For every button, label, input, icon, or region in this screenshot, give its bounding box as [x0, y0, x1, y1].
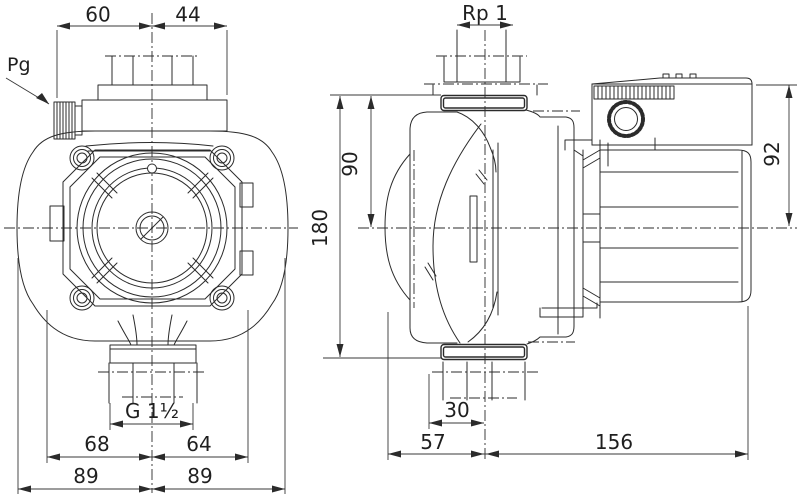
motor-face-circles — [76, 152, 228, 304]
dim-g1-2-label: G 1½ — [125, 399, 179, 423]
dim-89-left-label: 89 — [73, 464, 98, 488]
side-bottom-port — [442, 361, 526, 401]
pg-leader-arrowhead — [36, 93, 49, 104]
dim-90-label: 90 — [338, 151, 362, 176]
bottom-flange-plate — [440, 343, 528, 361]
top-flange-plate — [440, 94, 528, 112]
motor-body — [599, 149, 752, 303]
dim-92-label: 92 — [760, 141, 784, 166]
terminal-box-side — [564, 73, 753, 167]
extension-lines — [17, 30, 797, 494]
dim-30-label: 30 — [444, 398, 469, 422]
dim-68-label: 68 — [84, 432, 109, 456]
dim-156-label: 156 — [595, 430, 633, 454]
motor-flange-plate — [49, 149, 254, 307]
dimension-arrowheads — [18, 21, 793, 493]
dim-57-label: 57 — [420, 430, 445, 454]
volute-housing-profile — [384, 109, 584, 345]
dim-rp1-label: Rp 1 — [462, 1, 508, 25]
dim-180-label: 180 — [308, 209, 332, 247]
dim-44-label: 44 — [175, 3, 200, 27]
bottom-port-union-nut — [108, 314, 198, 404]
dim-60-label: 60 — [85, 3, 110, 27]
speed-selector-knob — [607, 100, 645, 138]
vent-screw-slot — [140, 216, 164, 240]
dimension-annotations: 60 44 Pg G 1½ 68 64 89 89 Rp 1 90 180 92… — [5, 1, 797, 494]
pump-housing-shell — [16, 130, 289, 342]
dim-64-label: 64 — [186, 432, 211, 456]
motor-flange-adapter — [539, 139, 601, 319]
front-view — [4, 13, 298, 493]
top-port-union-nut — [97, 55, 208, 101]
pg-gland-label: Pg — [7, 54, 31, 76]
terminal-box-front — [81, 99, 228, 152]
vent-slats — [593, 85, 675, 100]
dim-89-right-label: 89 — [187, 464, 212, 488]
flange-screws — [69, 145, 235, 311]
vent-notch — [147, 163, 157, 174]
side-view-centerlines — [358, 30, 797, 462]
side-top-port — [432, 29, 538, 96]
side-view — [358, 29, 797, 462]
front-view-centerlines — [4, 13, 298, 493]
pg-cable-gland-knob — [53, 101, 83, 140]
